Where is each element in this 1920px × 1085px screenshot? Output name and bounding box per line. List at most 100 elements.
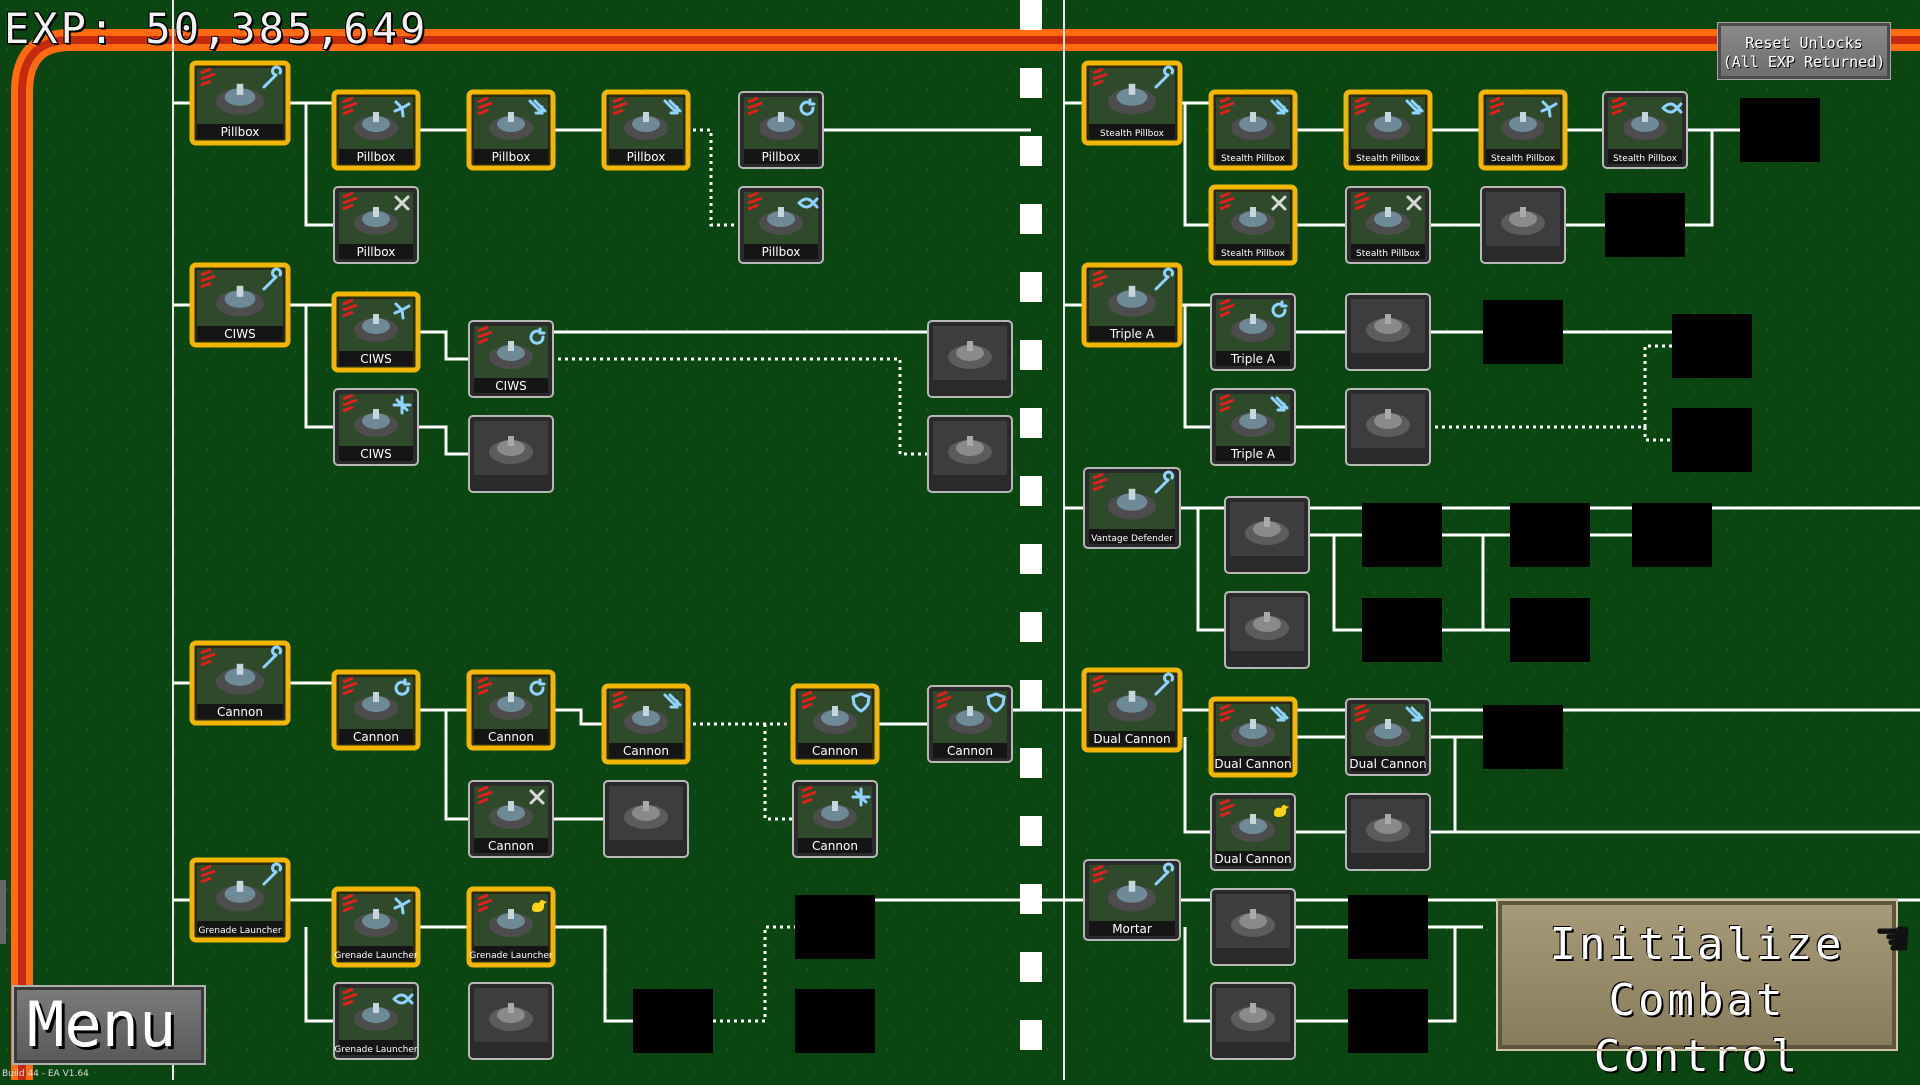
red-upgrade-icon — [1219, 96, 1235, 116]
tech-node-cannon-1[interactable]: Cannon — [189, 640, 291, 726]
node-label: Pillbox — [221, 125, 260, 139]
initialize-combat-control-button[interactable]: Initialize Combat Control — [1496, 899, 1898, 1082]
tech-node-cannon-5[interactable]: Cannon — [790, 683, 880, 765]
tech-node-cannon-2[interactable]: Cannon — [331, 669, 421, 751]
arrows-icon — [1270, 396, 1289, 412]
red-upgrade-icon — [342, 676, 358, 696]
fish-icon — [392, 993, 414, 1005]
fan-icon — [393, 897, 411, 915]
tech-node-pillbox-7[interactable]: Pillbox — [738, 186, 824, 264]
node-label: Cannon — [947, 744, 993, 758]
tech-node-dual-2[interactable]: Dual Cannon — [1208, 696, 1298, 778]
tech-node-grenade-2[interactable]: Grenade Launcher — [331, 886, 421, 968]
tech-node-grenade-5[interactable] — [468, 982, 554, 1060]
tech-node-dual-5[interactable]: Dual Cannon — [1210, 793, 1296, 871]
hidden-node — [1740, 98, 1820, 162]
tech-node-stealth-5[interactable]: Stealth Pillbox — [1602, 91, 1688, 169]
turret-body — [497, 696, 525, 712]
tech-node-triplea-3[interactable]: Triple A — [1210, 388, 1296, 466]
tech-node-mortar-1[interactable]: Mortar — [1083, 859, 1181, 941]
turret-body — [1239, 913, 1267, 929]
tech-node-stealth-7[interactable]: Stealth Pillbox — [1208, 184, 1298, 266]
tech-node-stealth-1[interactable]: Stealth Pillbox — [1081, 60, 1183, 146]
tech-node-vantage-2[interactable] — [1224, 496, 1310, 574]
connection-lines — [173, 101, 1920, 1023]
exp-counter: EXP: 50,385,649 — [4, 4, 429, 53]
tech-node-vantage-1[interactable]: Vantage Defender — [1083, 467, 1181, 549]
tech-node-pillbox-4[interactable]: Pillbox — [601, 89, 691, 171]
reset-unlocks-button[interactable]: Reset Unlocks (All EXP Returned) — [1717, 22, 1891, 80]
node-label-bg — [474, 378, 548, 393]
tech-node-pillbox-5[interactable]: Pillbox — [738, 91, 824, 169]
refresh-icon — [529, 678, 546, 696]
connection-line — [1685, 130, 1714, 227]
turret-body — [821, 710, 849, 726]
tech-node-pillbox-3[interactable]: Pillbox — [466, 89, 556, 171]
tech-node-triplea-4[interactable] — [1345, 293, 1431, 371]
tech-node-cannon-4[interactable]: Cannon — [601, 683, 691, 765]
tech-node-mortar-2[interactable] — [1210, 888, 1296, 966]
red-upgrade-icon — [1092, 674, 1108, 694]
tech-node-grenade-3[interactable]: Grenade Launcher — [466, 886, 556, 968]
tech-node-ciws-3[interactable]: CIWS — [468, 320, 554, 398]
tech-node-vantage-3[interactable] — [1224, 591, 1310, 669]
tech-node-ciws-5[interactable] — [468, 415, 554, 493]
tech-node-ciws-2[interactable]: CIWS — [331, 291, 421, 373]
turret-body — [1116, 88, 1148, 106]
node-label: CIWS — [360, 352, 391, 366]
wrench-icon — [1154, 267, 1174, 291]
cross-icon — [1406, 195, 1422, 211]
red-upgrade-icon — [747, 96, 763, 116]
tech-node-stealth-3[interactable]: Stealth Pillbox — [1343, 89, 1433, 171]
hidden-node — [1672, 408, 1752, 472]
red-upgrade-icon — [747, 191, 763, 211]
tech-node-stealth-2[interactable]: Stealth Pillbox — [1208, 89, 1298, 171]
tech-node-cannon-6[interactable]: Cannon — [927, 685, 1013, 763]
tech-node-ciws-6[interactable] — [927, 320, 1013, 398]
tech-node-triplea-1[interactable]: Triple A — [1081, 262, 1183, 348]
cross-icon — [394, 195, 410, 211]
tech-node-pillbox-2[interactable]: Pillbox — [331, 89, 421, 171]
tech-node-cannon-7[interactable]: Cannon — [468, 780, 554, 858]
connection-line — [1183, 103, 1213, 227]
tech-node-pillbox-1[interactable]: Pillbox — [189, 60, 291, 146]
shield-icon — [851, 692, 871, 713]
turret-barrel — [236, 285, 244, 297]
node-label-bg — [1216, 149, 1290, 164]
node-label: Grenade Launcher — [469, 951, 552, 961]
tech-node-ciws-4[interactable]: CIWS — [333, 388, 419, 466]
tech-node-dual-3[interactable]: Dual Cannon — [1345, 698, 1431, 776]
node-label: Stealth Pillbox — [1356, 249, 1421, 259]
tech-node-triplea-5[interactable] — [1345, 388, 1431, 466]
turret-barrel — [643, 706, 649, 716]
turret-barrel — [1385, 409, 1391, 419]
tech-node-ciws-1[interactable]: CIWS — [189, 262, 291, 348]
tech-node-dual-1[interactable]: Dual Cannon — [1081, 667, 1183, 753]
menu-button[interactable]: Menu — [12, 985, 206, 1065]
tech-node-vantage-4 — [1362, 503, 1442, 567]
tech-node-cannon-8[interactable] — [603, 780, 689, 858]
tech-node-cannon-3[interactable]: Cannon — [466, 669, 556, 751]
turret-barrel — [1128, 285, 1136, 297]
tech-node-grenade-4[interactable]: Grenade Launcher — [333, 982, 419, 1060]
fish-icon — [797, 197, 819, 209]
tech-node-cannon-9[interactable]: Cannon — [792, 780, 878, 858]
tech-node-ciws-7[interactable] — [927, 415, 1013, 493]
red-upgrade-icon — [801, 690, 817, 710]
tech-node-pillbox-6[interactable]: Pillbox — [333, 186, 419, 264]
tech-node-stealth-4[interactable]: Stealth Pillbox — [1478, 89, 1568, 171]
tech-node-grenade-7 — [633, 989, 713, 1053]
red-upgrade-icon — [1092, 269, 1108, 289]
node-label-bg — [197, 326, 283, 341]
tech-node-mortar-4[interactable] — [1210, 982, 1296, 1060]
turret-body — [1239, 318, 1267, 334]
tech-node-grenade-1[interactable]: Grenade Launcher — [189, 857, 291, 943]
tech-node-stealth-9[interactable] — [1480, 186, 1566, 264]
node-label: Stealth Pillbox — [1356, 154, 1421, 164]
connection-line — [1183, 737, 1213, 834]
tech-node-dual-6[interactable] — [1345, 793, 1431, 871]
tech-node-triplea-2[interactable]: Triple A — [1210, 293, 1296, 371]
node-label: Cannon — [623, 744, 669, 758]
tech-node-stealth-8[interactable]: Stealth Pillbox — [1345, 186, 1431, 264]
turret-body — [821, 805, 849, 821]
